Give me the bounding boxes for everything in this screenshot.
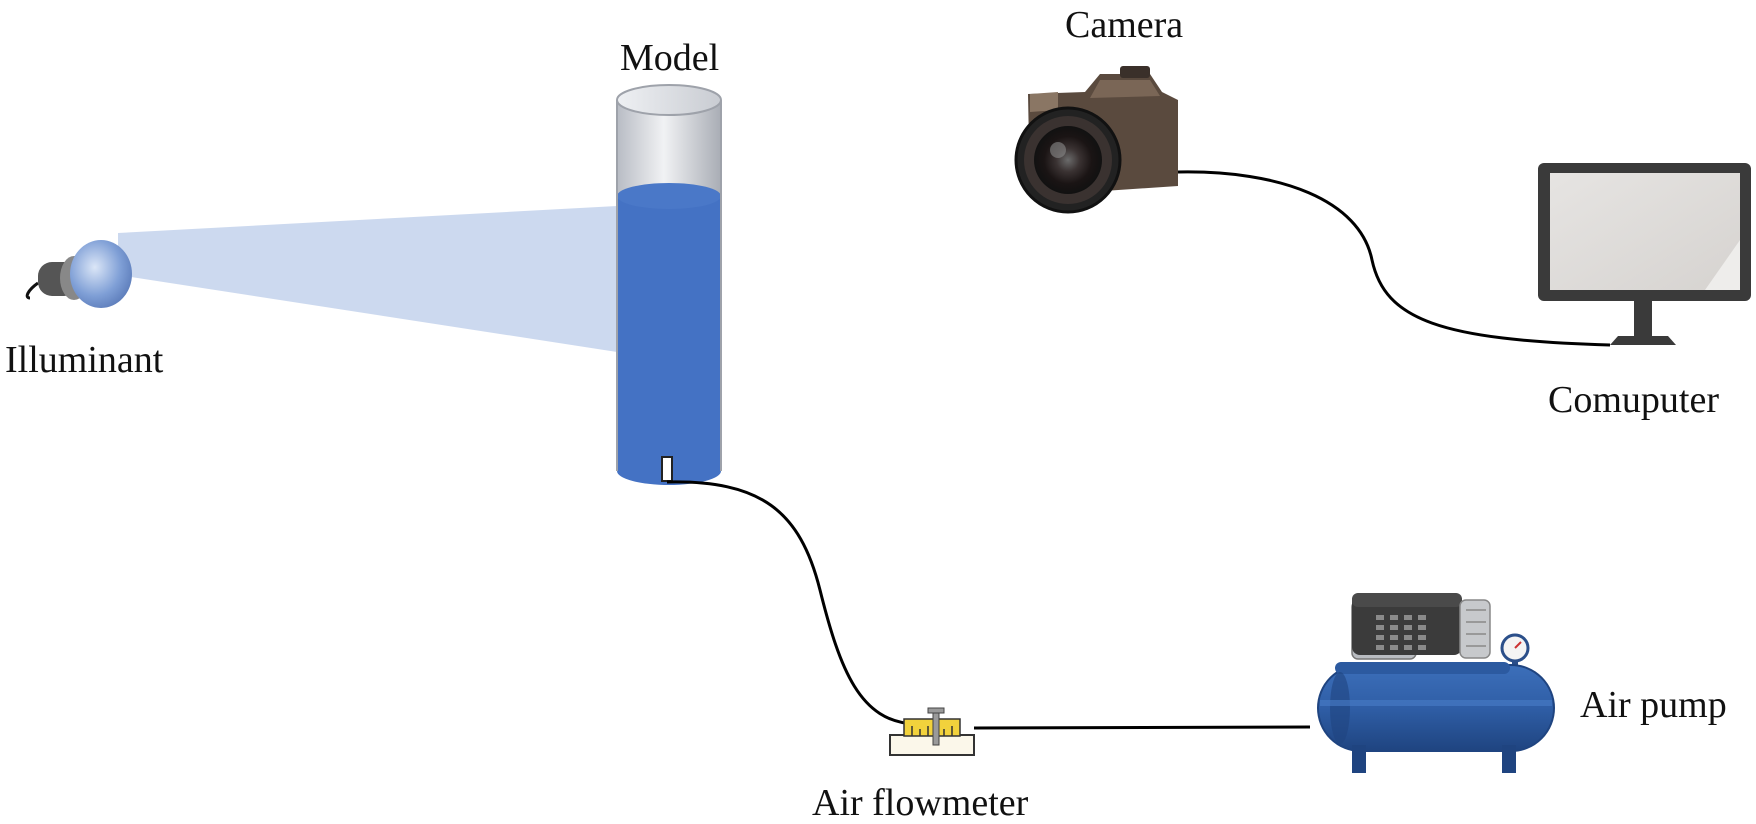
camera-label: Camera: [1065, 4, 1183, 46]
computer-label: Comuputer: [1548, 379, 1719, 421]
wire-flowmeter-to-pump: [973, 725, 1311, 730]
wire-camera-to-computer: [1177, 170, 1611, 347]
computer-monitor-icon: [1538, 163, 1751, 345]
light-beam: [118, 206, 617, 352]
illuminant-label: Illuminant: [5, 339, 164, 381]
model-label: Model: [620, 37, 719, 79]
camera-icon: [1014, 66, 1178, 214]
air-flowmeter-icon: [889, 707, 975, 756]
air-flowmeter-label: Air flowmeter: [812, 782, 1029, 824]
wire-model-to-flowmeter: [666, 480, 916, 726]
illuminant-icon: [25, 240, 132, 308]
model-column-icon: [616, 84, 722, 485]
air-pump-label: Air pump: [1580, 684, 1727, 726]
air-pump-icon: [1317, 593, 1555, 773]
